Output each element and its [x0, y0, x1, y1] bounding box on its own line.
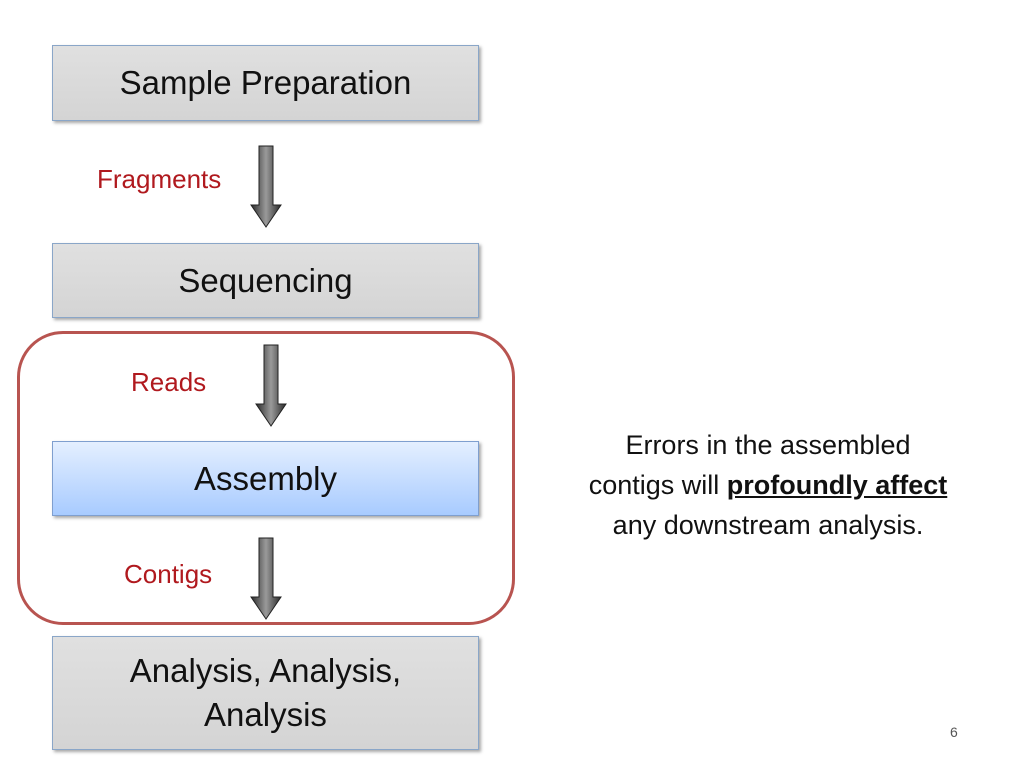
- down-arrow-icon: [255, 344, 287, 427]
- down-arrow-icon: [250, 537, 282, 620]
- sample-preparation-box: Sample Preparation: [52, 45, 479, 121]
- analysis-box: Analysis, Analysis, Analysis: [52, 636, 479, 750]
- analysis-text: Analysis, Analysis, Analysis: [130, 649, 401, 737]
- analysis-line-2: Analysis: [204, 696, 327, 733]
- contigs-label: Contigs: [124, 559, 213, 589]
- sample-preparation-label: Sample Preparation: [119, 64, 412, 101]
- assembly-box: Assembly: [52, 441, 479, 516]
- assembly-group-frame: [17, 331, 515, 625]
- assembly-label: Assembly: [193, 459, 338, 497]
- page-number: 6: [950, 724, 958, 740]
- down-arrow-icon: [250, 145, 282, 228]
- analysis-line-1: Analysis, Analysis,: [129, 652, 402, 689]
- note-line-2: contigs will profoundly affect: [548, 465, 988, 505]
- note-emphasis: profoundly affect: [726, 470, 948, 500]
- errors-note: Errors in the assembled contigs will pro…: [548, 425, 988, 545]
- sequencing-label: Sequencing: [178, 261, 353, 299]
- reads-label: Reads: [131, 367, 207, 397]
- note-line-3: any downstream analysis.: [612, 510, 924, 540]
- fragments-label: Fragments: [97, 164, 222, 194]
- sequencing-box: Sequencing: [52, 243, 479, 318]
- note-line-2-start: contigs will: [588, 470, 727, 500]
- note-line-1: Errors in the assembled: [625, 430, 911, 460]
